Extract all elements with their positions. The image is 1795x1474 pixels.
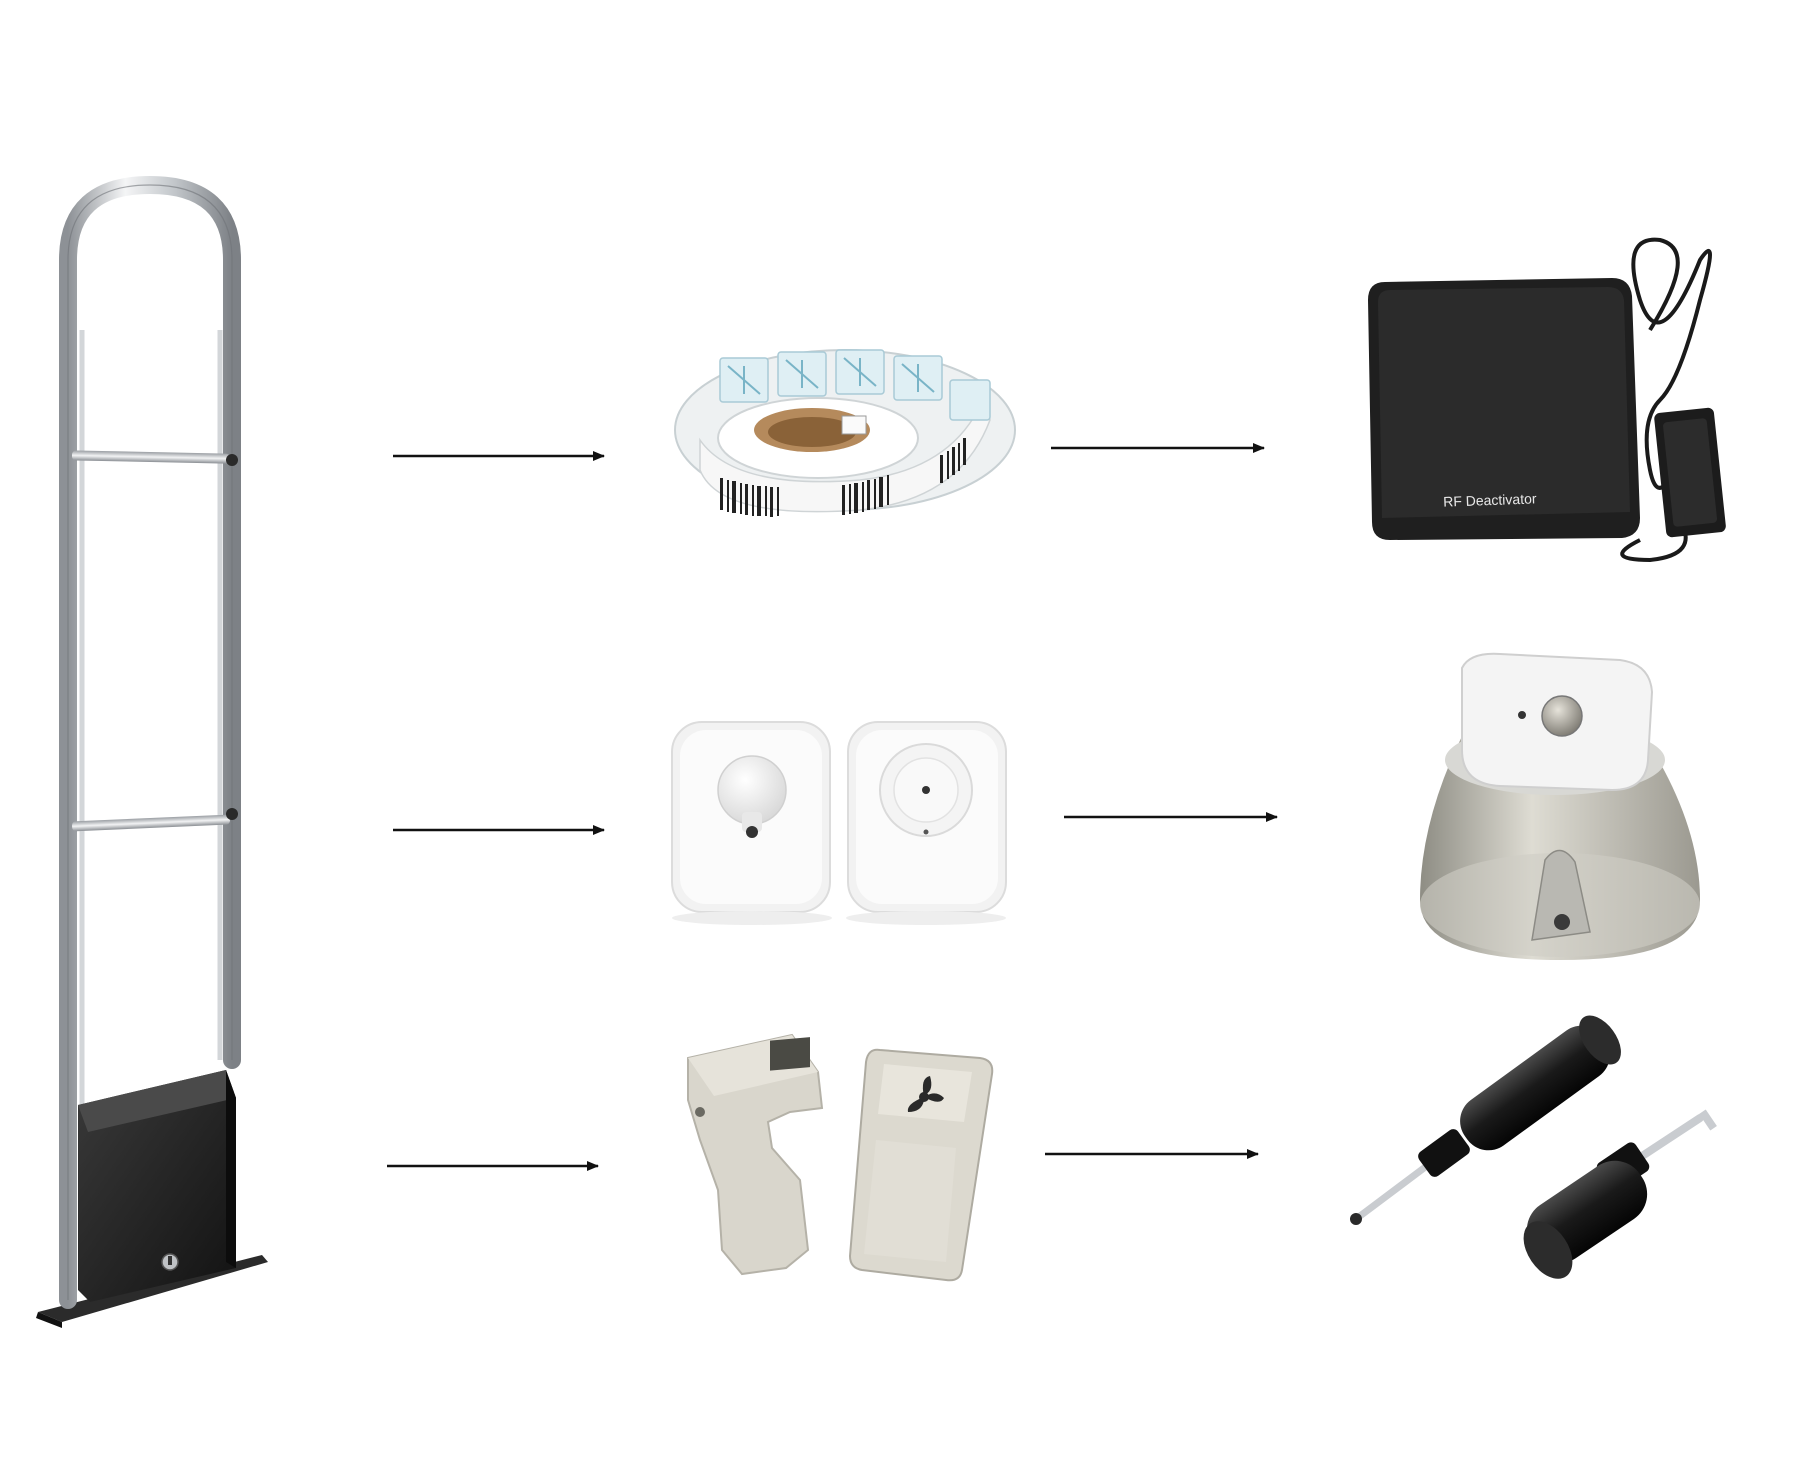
magnetic-detacher-icon <box>1420 652 1700 960</box>
detacher-hook-key-icon <box>1350 1015 1717 1279</box>
rf-deactivator-pad-icon: RF Deactivator <box>1368 237 1726 563</box>
rf-soft-label-roll-icon <box>674 349 1016 517</box>
rf-bottle-hard-tag-pair-icon <box>687 1033 994 1282</box>
flow-arrows <box>387 443 1278 1171</box>
deactivator-label: RF Deactivator <box>1443 490 1537 509</box>
rf-square-hard-tag-pair-icon <box>671 721 1007 925</box>
rf-security-antenna-gate-icon <box>36 175 268 1328</box>
